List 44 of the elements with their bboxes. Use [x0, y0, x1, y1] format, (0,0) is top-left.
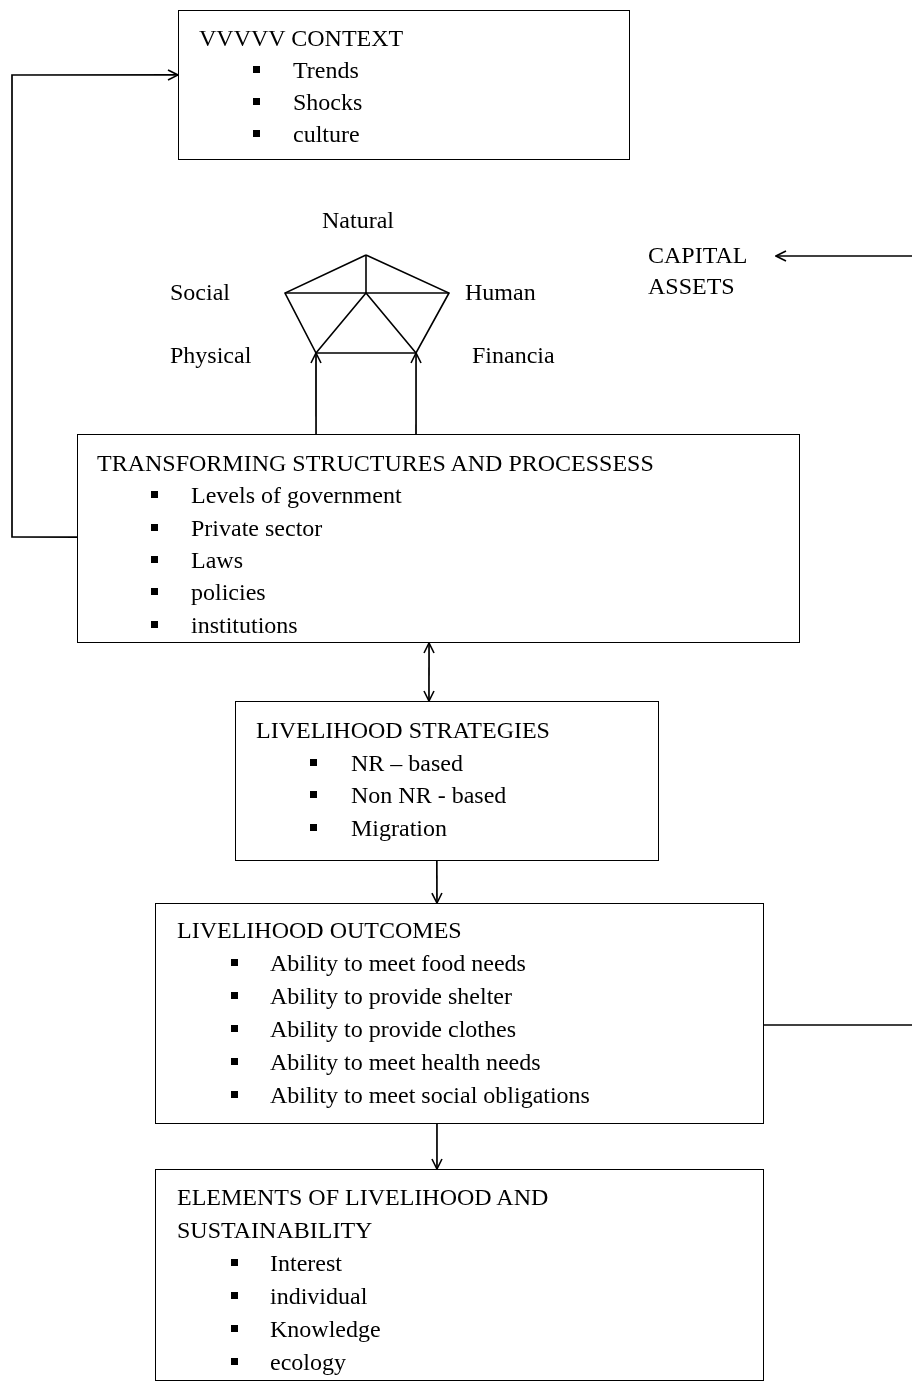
- connector-line: [763, 1024, 913, 1026]
- bullet-item: Ability to provide shelter: [231, 980, 512, 1013]
- arrow: [310, 352, 322, 435]
- arrow: [431, 860, 443, 904]
- bullet-item: Private sector: [151, 511, 323, 544]
- arrow: [431, 1123, 443, 1170]
- box-heading: ELEMENTS OF LIVELIHOOD AND SUSTAINABILITY: [177, 1183, 550, 1245]
- capital-label: Physical: [170, 341, 252, 369]
- arrow: [410, 352, 422, 435]
- process-box: [155, 903, 764, 1124]
- process-box: [77, 434, 800, 643]
- box-heading: TRANSFORMING STRUCTURES AND PROCESSESS: [97, 449, 654, 478]
- bullet-item: Interest: [231, 1247, 342, 1280]
- node-label: CAPITAL ASSETS: [648, 241, 748, 301]
- bullet-item: NR – based: [310, 746, 463, 780]
- capital-label: Social: [170, 278, 230, 306]
- bullet-item: Levels of government: [151, 479, 402, 512]
- bullet-item: Ability to provide clothes: [231, 1013, 516, 1046]
- process-box: [178, 10, 630, 160]
- capital-label: Financia: [472, 341, 555, 369]
- bullet-item: policies: [151, 576, 266, 609]
- bullet-item: Ability to meet food needs: [231, 947, 526, 980]
- bullet-item: Non NR - based: [310, 779, 507, 813]
- bullet-item: Knowledge: [231, 1313, 381, 1346]
- bullet-item: Shocks: [253, 86, 363, 118]
- box-heading: LIVELIHOOD OUTCOMES: [177, 916, 462, 945]
- box-heading: LIVELIHOOD STRATEGIES: [256, 716, 550, 745]
- bullet-item: Ability to meet social obligations: [231, 1079, 590, 1112]
- bullet-item: Migration: [310, 812, 447, 845]
- box-heading: VVVVV CONTEXT: [199, 24, 404, 53]
- process-box: [155, 1169, 764, 1381]
- capital-label: Human: [465, 278, 536, 306]
- process-box: [235, 701, 659, 861]
- bullet-item: Trends: [253, 54, 359, 86]
- bullet-item: institutions: [151, 608, 298, 641]
- bullet-item: culture: [253, 118, 360, 150]
- capital-label: Natural: [322, 206, 394, 234]
- bullet-item: Laws: [151, 543, 243, 577]
- bullet-item: ecology: [231, 1346, 346, 1379]
- arrow: [11, 69, 179, 538]
- arrow: [775, 250, 913, 262]
- bullet-item: individual: [231, 1280, 368, 1313]
- bullet-item: Ability to meet health needs: [231, 1046, 541, 1079]
- arrow: [423, 642, 435, 702]
